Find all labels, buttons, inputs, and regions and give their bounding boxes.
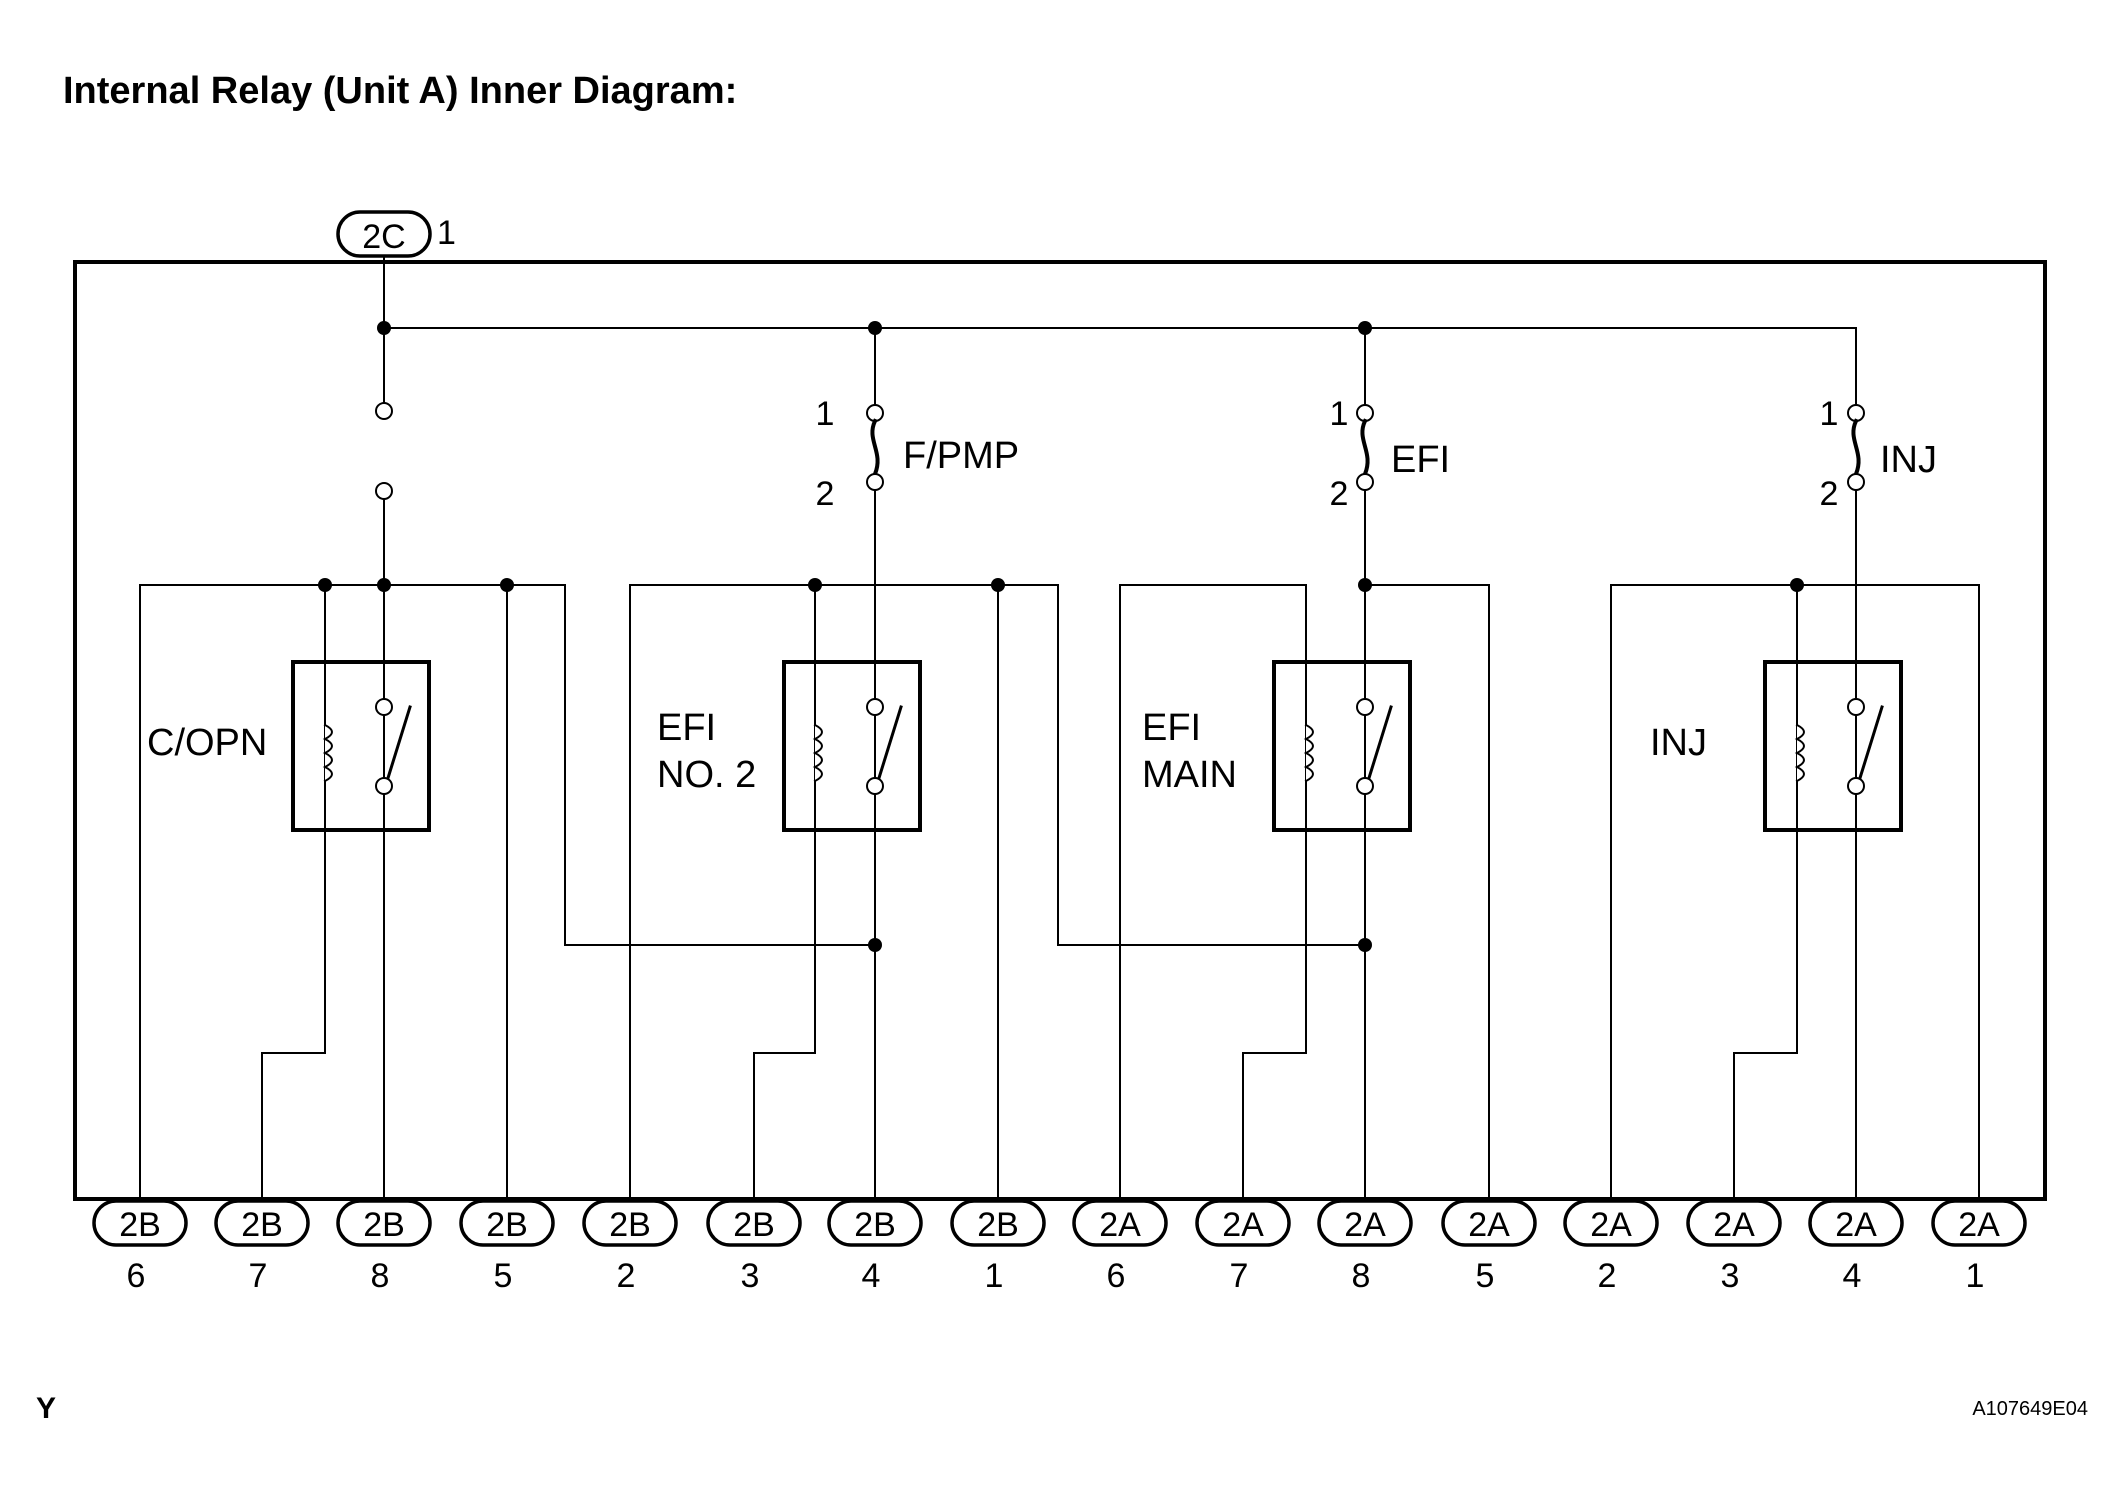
connector-pin: 1: [985, 1257, 1004, 1295]
bottom-connector: 2B3: [706, 1199, 802, 1295]
connector-pill: [1808, 1199, 1904, 1247]
connector-pin: 3: [741, 1257, 760, 1295]
fuse-inj-pin-top: 1: [1820, 395, 1839, 433]
connector-code: 2A: [1590, 1206, 1632, 1244]
connector-pin: 8: [371, 1257, 390, 1295]
bottom-connector: 2B6: [92, 1199, 188, 1295]
relay-efi-main: [1272, 489, 1412, 1200]
fuse-inj-pin-bottom: 2: [1820, 475, 1839, 513]
connector-code: 2A: [1099, 1206, 1141, 1244]
top-connector-pin: 1: [437, 214, 456, 252]
connector-code: 2B: [977, 1206, 1019, 1244]
connector-pin: 4: [862, 1257, 881, 1295]
connector-pin: 6: [1107, 1257, 1126, 1295]
connector-pill: [459, 1199, 555, 1247]
connector-pin: 6: [127, 1257, 146, 1295]
relay-inj: [1763, 489, 1903, 1200]
bottom-connector: 2B5: [459, 1199, 555, 1295]
top-connector: 2C 1: [336, 210, 456, 258]
fuse-f-pmp: 1 2 F/PMP: [816, 395, 1019, 946]
bottom-connector: 2A7: [1195, 1199, 1291, 1295]
connector-pill: [336, 1199, 432, 1247]
top-connector-code: 2C: [362, 218, 405, 256]
bottom-connector: 2B7: [214, 1199, 310, 1295]
diagram-title: Internal Relay (Unit A) Inner Diagram:: [63, 70, 738, 112]
connector-code: 2B: [733, 1206, 775, 1244]
connector-pill: [1563, 1199, 1659, 1247]
bottom-connector: 2A4: [1808, 1199, 1904, 1295]
connector-pin: 7: [249, 1257, 268, 1295]
connector-code: 2A: [1958, 1206, 2000, 1244]
connector-pin: 7: [1230, 1257, 1249, 1295]
connector-pill: [1931, 1199, 2027, 1247]
connector-pin: 4: [1843, 1257, 1862, 1295]
bottom-connector: 2A8: [1317, 1199, 1413, 1295]
connector-pill: [214, 1199, 310, 1247]
connector-pill: [827, 1199, 923, 1247]
fuse-efi-pin-bottom: 2: [1330, 475, 1349, 513]
connector-pin: 5: [1476, 1257, 1495, 1295]
power-bus: [377, 255, 1857, 414]
connector-pill: [1072, 1199, 1168, 1247]
connector-pin: 8: [1352, 1257, 1371, 1295]
connector-code: 2B: [486, 1206, 528, 1244]
connector-pill: [1686, 1199, 1782, 1247]
connector-pin: 3: [1721, 1257, 1740, 1295]
fuse-inj-label: INJ: [1880, 439, 1937, 481]
connector-code: 2B: [363, 1206, 405, 1244]
bottom-connector: 2A3: [1686, 1199, 1782, 1295]
relay-inj-label: INJ: [1650, 722, 1707, 764]
bottom-connector: 2A2: [1563, 1199, 1659, 1295]
fuse-efi-label: EFI: [1391, 439, 1450, 481]
figure-code: A107649E04: [1972, 1398, 2088, 1420]
open-link: [375, 402, 393, 586]
connector-pin: 2: [617, 1257, 636, 1295]
fuse-f-pmp-label: F/PMP: [903, 435, 1019, 477]
relay-efi-main-label-line1: EFI: [1142, 707, 1201, 749]
relay-efi-no2-label-line1: EFI: [657, 707, 716, 749]
connector-pin: 5: [494, 1257, 513, 1295]
connector-code: 2B: [609, 1206, 651, 1244]
fuse-efi-pin-top: 1: [1330, 395, 1349, 433]
connector-code: 2A: [1713, 1206, 1755, 1244]
relay-c-opn: [291, 584, 431, 1200]
connector-code: 2A: [1835, 1206, 1877, 1244]
bottom-connector: 2B4: [827, 1199, 923, 1295]
connector-pin: 2: [1598, 1257, 1617, 1295]
relay-efi-no2-label-line2: NO. 2: [657, 754, 756, 796]
bottom-connector: 2A5: [1441, 1199, 1537, 1295]
connector-pin: 1: [1966, 1257, 1985, 1295]
connector-pill: [582, 1199, 678, 1247]
connector-code: 2A: [1468, 1206, 1510, 1244]
connector-pill: [1317, 1199, 1413, 1247]
connector-pill: [950, 1199, 1046, 1247]
bottom-connector: 2B8: [336, 1199, 432, 1295]
bottom-connector: 2A6: [1072, 1199, 1168, 1295]
connector-pill: [1441, 1199, 1537, 1247]
connector-code: 2B: [854, 1206, 896, 1244]
corner-mark-left: Y: [36, 1392, 57, 1425]
connector-pill: [92, 1199, 188, 1247]
connector-code: 2B: [119, 1206, 161, 1244]
bottom-connector: 2B1: [950, 1199, 1046, 1295]
bottom-connectors: 2B62B72B82B52B22B32B42B12A62A72A82A52A22…: [92, 1199, 2027, 1295]
fuse-f-pmp-pin-top: 1: [816, 395, 835, 433]
connector-pill: [706, 1199, 802, 1247]
relay-efi-no2: [782, 489, 922, 1200]
connector-code: 2A: [1344, 1206, 1386, 1244]
bottom-connector: 2A1: [1931, 1199, 2027, 1295]
relay-efi-main-label-line2: MAIN: [1142, 754, 1237, 796]
connector-code: 2A: [1222, 1206, 1264, 1244]
unit-enclosure: [73, 260, 2047, 1201]
connector-code: 2B: [241, 1206, 283, 1244]
relay-c-opn-label: C/OPN: [147, 722, 267, 764]
fuse-f-pmp-pin-bottom: 2: [816, 475, 835, 513]
connector-pill: [1195, 1199, 1291, 1247]
bottom-connector: 2B2: [582, 1199, 678, 1295]
